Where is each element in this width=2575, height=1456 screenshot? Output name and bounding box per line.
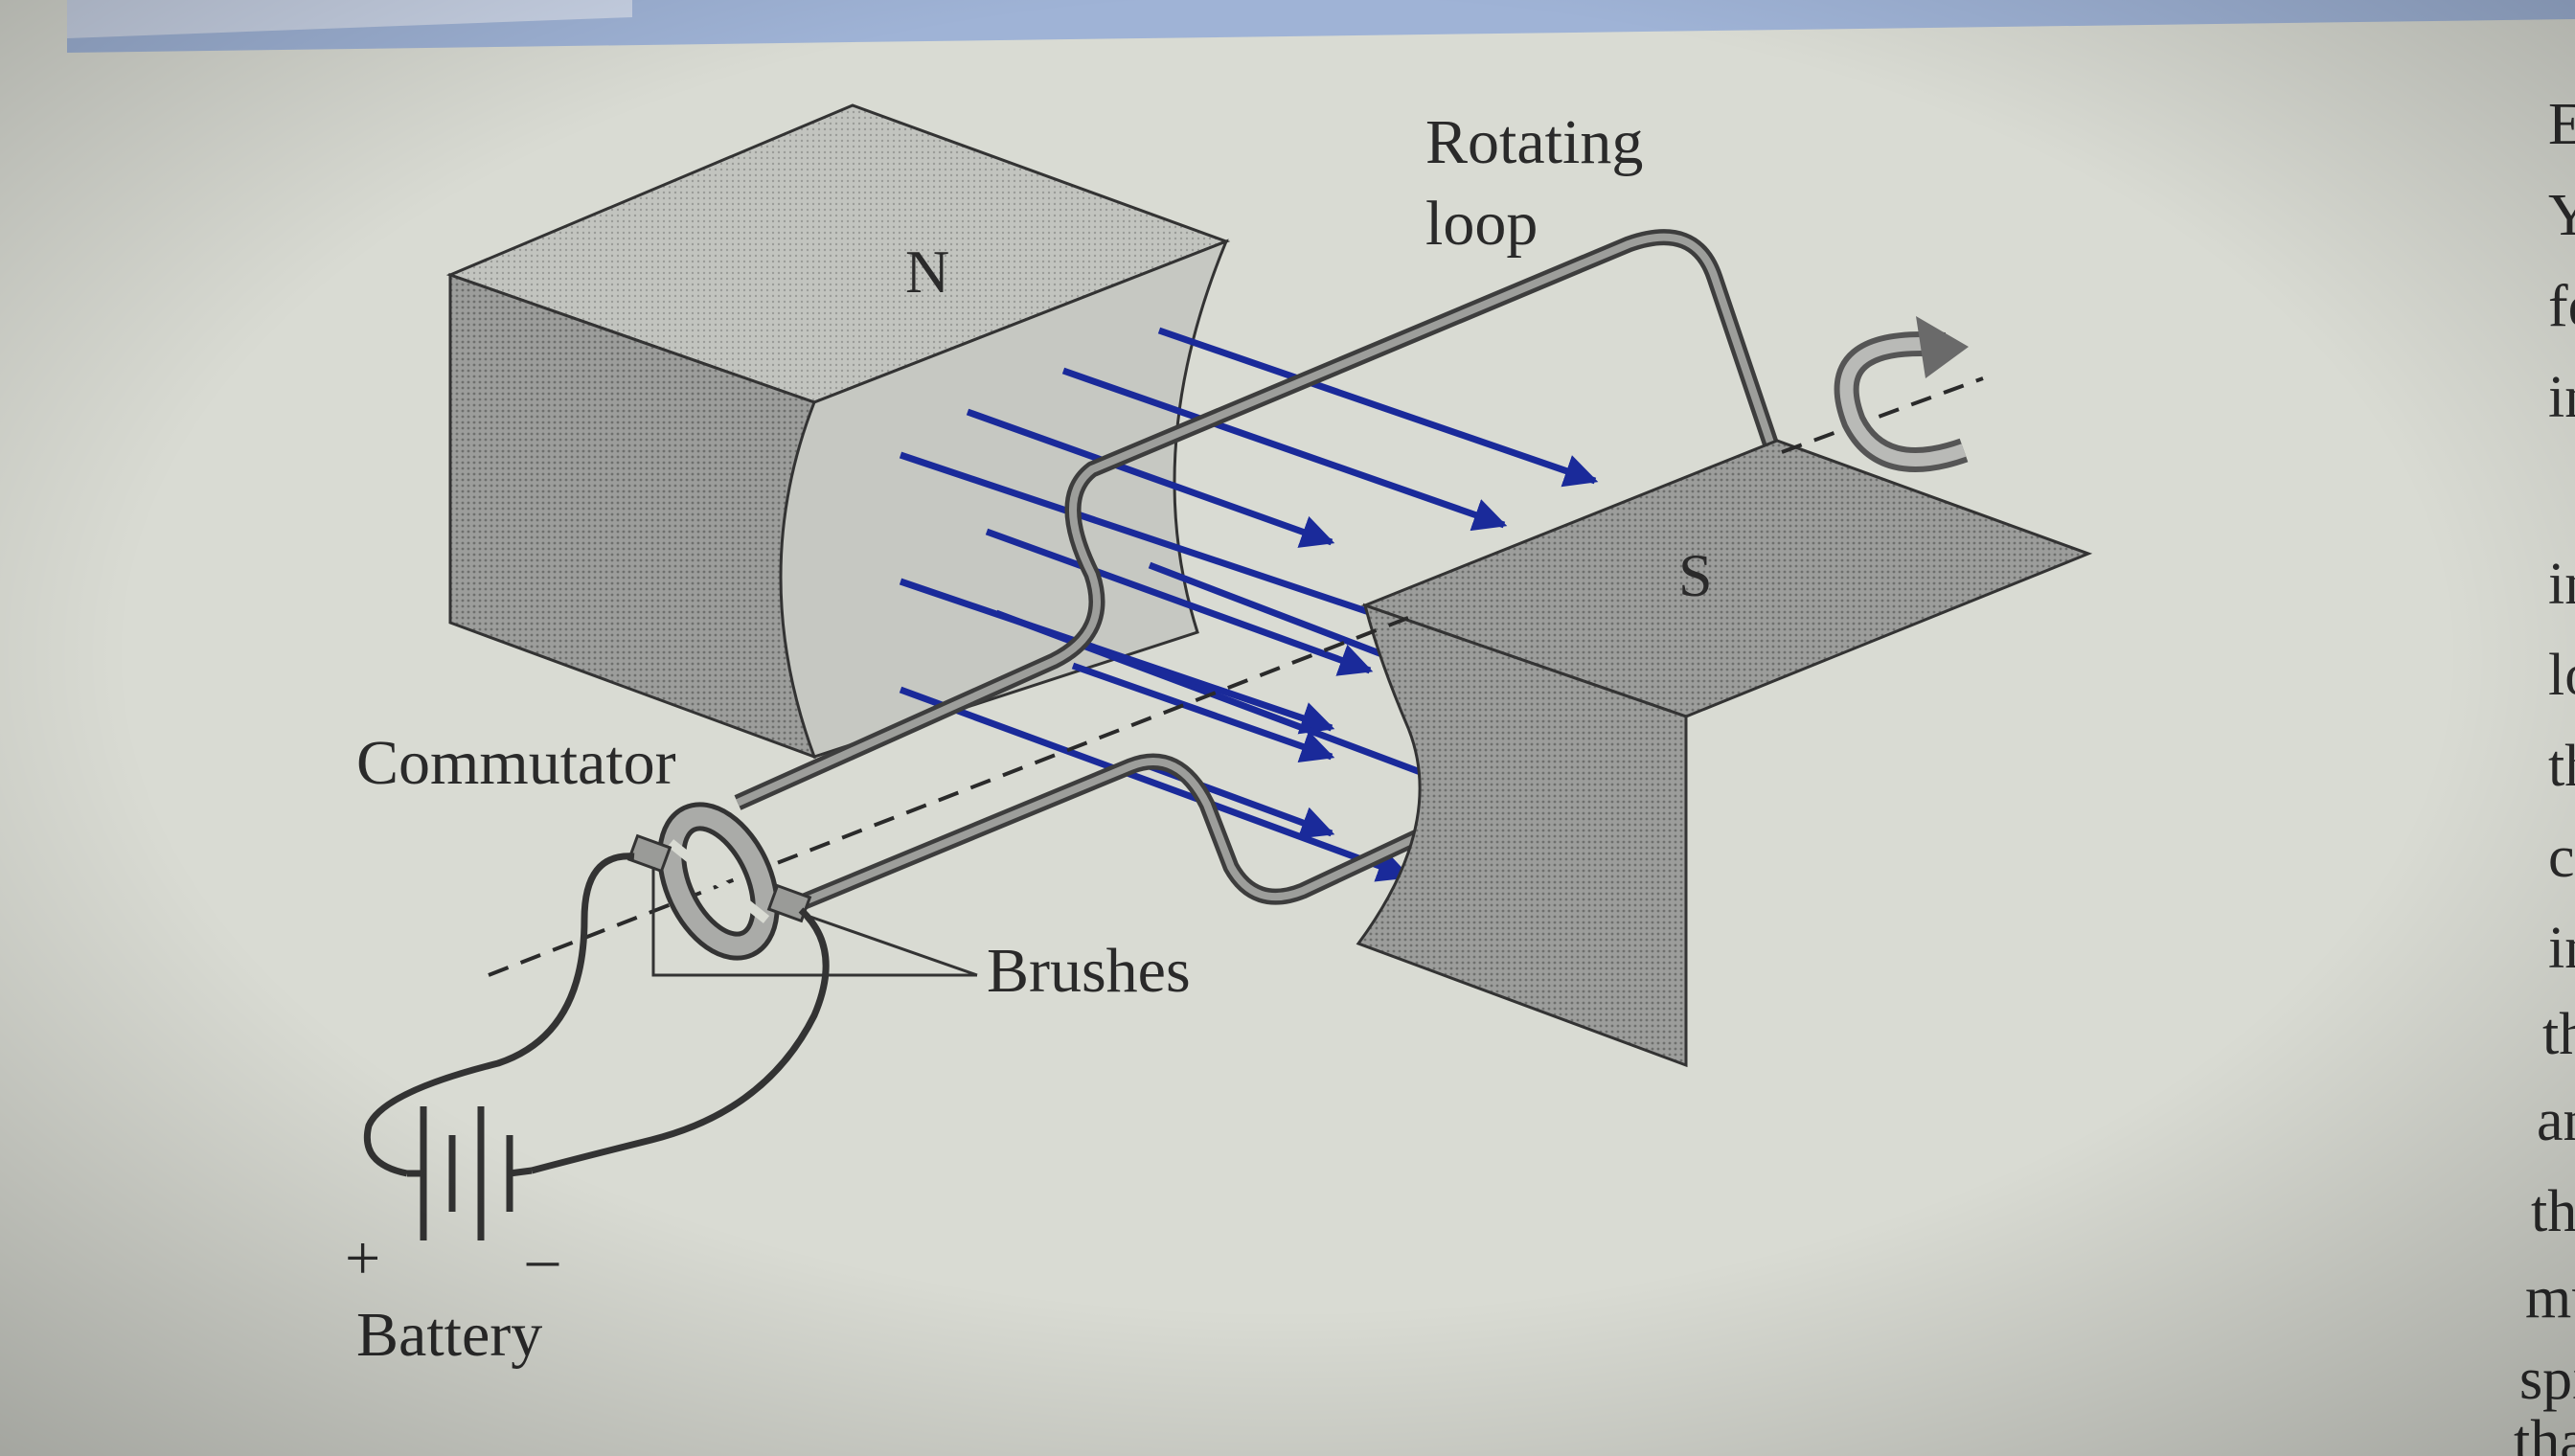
edge-text-8: cu — [2548, 825, 2575, 890]
brushes-label: Brushes — [987, 936, 1191, 1006]
edge-text-9: in — [2548, 916, 2575, 981]
edge-text-15: tha — [2514, 1409, 2575, 1456]
edge-text-13: mu — [2525, 1265, 2575, 1331]
edge-text-3: fe — [2548, 274, 2575, 339]
edge-text-10: the — [2542, 1002, 2575, 1067]
edge-text-4: in — [2548, 365, 2575, 430]
battery-label: Battery — [356, 1300, 542, 1370]
battery-plus-label: + — [345, 1223, 380, 1293]
edge-text-14: spi — [2519, 1347, 2575, 1412]
north-pole-label: N — [905, 238, 949, 306]
edge-text-1: E — [2548, 92, 2575, 157]
edge-text-11: an — [2537, 1088, 2575, 1153]
south-pole-label: S — [1678, 541, 1713, 609]
edge-text-6: lo — [2548, 643, 2575, 708]
edge-text-7: th — [2548, 734, 2575, 799]
battery-minus-label: – — [526, 1223, 559, 1293]
rotating-loop-label-line1: Rotating — [1425, 107, 1643, 177]
rotating-loop-label-line2: loop — [1425, 189, 1538, 259]
edge-text-5: in — [2548, 552, 2575, 617]
edge-text-2: Y — [2548, 183, 2575, 248]
edge-text-12: the — [2531, 1179, 2575, 1244]
commutator-label: Commutator — [356, 728, 676, 798]
